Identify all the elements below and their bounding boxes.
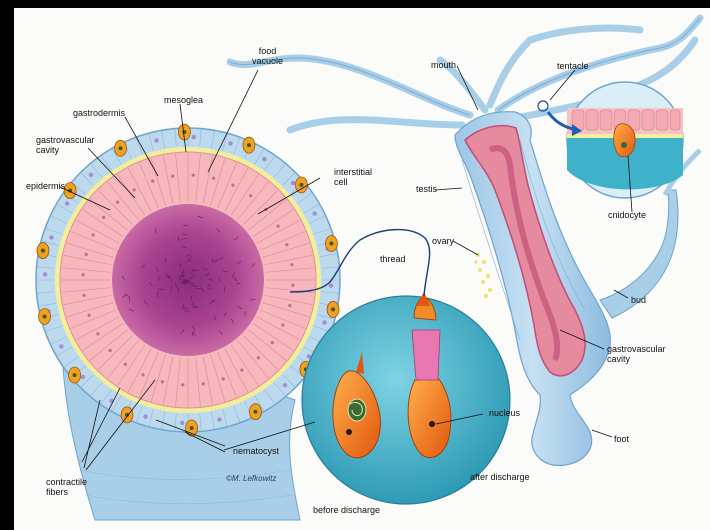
epidermis-nucleus bbox=[65, 201, 69, 205]
gastrodermis-nucleus bbox=[85, 253, 88, 256]
gastrodermis-nucleus bbox=[212, 177, 215, 180]
label-interstitial-cell: interstitial cell bbox=[334, 167, 372, 187]
label-mesoglea: mesoglea bbox=[164, 95, 203, 105]
cnidocyte-nematocyst bbox=[253, 410, 257, 414]
gastrodermis-nucleus bbox=[102, 216, 105, 219]
cnidocyte-nematocyst bbox=[41, 249, 45, 253]
cnidocyte-nematocyst bbox=[331, 307, 335, 311]
gastrodermis-nucleus bbox=[277, 225, 280, 228]
epidermis-nucleus bbox=[180, 421, 184, 425]
gastrodermis-nucleus bbox=[290, 263, 293, 266]
label-nucleus: nucleus bbox=[489, 408, 520, 418]
gastrodermis-nucleus bbox=[202, 382, 205, 385]
cnidocyte-nematocyst bbox=[119, 146, 123, 150]
label-tentacle: tentacle bbox=[557, 61, 589, 71]
epidermis-nucleus bbox=[81, 375, 85, 379]
gastrodermis-nucleus bbox=[92, 233, 95, 236]
label-gastrodermis: gastrodermis bbox=[73, 108, 125, 118]
epidermis-nucleus bbox=[49, 235, 53, 239]
gastrodermis-nucleus bbox=[240, 369, 243, 372]
label-gastrovascular-cavity-right: gastrovascular cavity bbox=[607, 344, 666, 364]
label-mouth: mouth bbox=[431, 60, 456, 70]
gastrodermis-nucleus bbox=[96, 332, 99, 335]
epidermis-nucleus bbox=[283, 383, 287, 387]
label-after-discharge: after discharge bbox=[470, 472, 530, 482]
gastrodermis-nucleus bbox=[257, 356, 260, 359]
gastrodermis-nucleus bbox=[222, 377, 225, 380]
cnidocyte-nematocyst bbox=[190, 426, 194, 430]
epidermis-nucleus bbox=[312, 211, 316, 215]
label-bud: bud bbox=[631, 295, 646, 305]
gastrodermis-nucleus bbox=[151, 180, 154, 183]
epidermis-nucleus bbox=[43, 272, 47, 276]
cnidocyte-nematocyst bbox=[329, 242, 333, 246]
cnidocyte-nematocyst bbox=[247, 143, 251, 147]
gastrodermis-nucleus bbox=[291, 284, 294, 287]
label-cnidocyte: cnidocyte bbox=[608, 210, 646, 220]
cnidocyte-nematocyst bbox=[43, 314, 47, 318]
gastrodermis-nucleus bbox=[231, 184, 234, 187]
gastrodermis-nucleus bbox=[141, 373, 144, 376]
gastrodermis-nucleus bbox=[83, 294, 86, 297]
gastrodermis-nucleus bbox=[109, 349, 112, 352]
cnidocyte-nematocyst bbox=[299, 183, 303, 187]
label-before-discharge: before discharge bbox=[313, 505, 380, 515]
gastrodermis-nucleus bbox=[281, 323, 284, 326]
epidermis-nucleus bbox=[192, 135, 196, 139]
epidermis-nucleus bbox=[228, 141, 232, 145]
ovary-dots bbox=[474, 253, 492, 298]
epidermis-nucleus bbox=[291, 181, 295, 185]
label-thread: thread bbox=[380, 254, 406, 264]
epidermis-nucleus bbox=[262, 157, 266, 161]
label-ovary: ovary bbox=[432, 236, 454, 246]
artist-signature: ©M. Lefkowitz bbox=[226, 474, 276, 484]
label-nematocyst: nematocyst bbox=[233, 446, 279, 456]
epidermis-nucleus bbox=[322, 320, 326, 324]
label-food-vacuole: food vacuole bbox=[252, 46, 283, 66]
gastrodermis-nucleus bbox=[88, 314, 91, 317]
epidermis-nucleus bbox=[154, 138, 158, 142]
epidermis-nucleus bbox=[329, 284, 333, 288]
gastrodermis-nucleus bbox=[171, 175, 174, 178]
gastrodermis-nucleus bbox=[82, 273, 85, 276]
gastrodermis-nucleus bbox=[288, 304, 291, 307]
gastrodermis-nucleus bbox=[192, 174, 195, 177]
epidermis-nucleus bbox=[217, 417, 221, 421]
cross-section bbox=[36, 124, 340, 436]
epidermis-nucleus bbox=[89, 173, 93, 177]
gastrodermis-nucleus bbox=[161, 380, 164, 383]
label-contractile-fibers: contractile fibers bbox=[46, 477, 87, 497]
label-foot: foot bbox=[614, 434, 629, 444]
label-testis: testis bbox=[416, 184, 437, 194]
gastrodermis-nucleus bbox=[271, 341, 274, 344]
cnidocyte-nematocyst bbox=[73, 373, 77, 377]
epidermis-nucleus bbox=[59, 344, 63, 348]
gastrodermis-nucleus bbox=[181, 383, 184, 386]
gastrodermis-nucleus bbox=[116, 201, 119, 204]
gastrodermis-nucleus bbox=[285, 243, 288, 246]
label-gastrovascular-cavity-left: gastrovascular cavity bbox=[36, 135, 95, 155]
epidermis-nucleus bbox=[143, 414, 147, 418]
gastrodermis-nucleus bbox=[249, 194, 252, 197]
gastrodermis-nucleus bbox=[133, 188, 136, 191]
label-epidermis: epidermis bbox=[26, 181, 65, 191]
gastrodermis-nucleus bbox=[124, 363, 127, 366]
